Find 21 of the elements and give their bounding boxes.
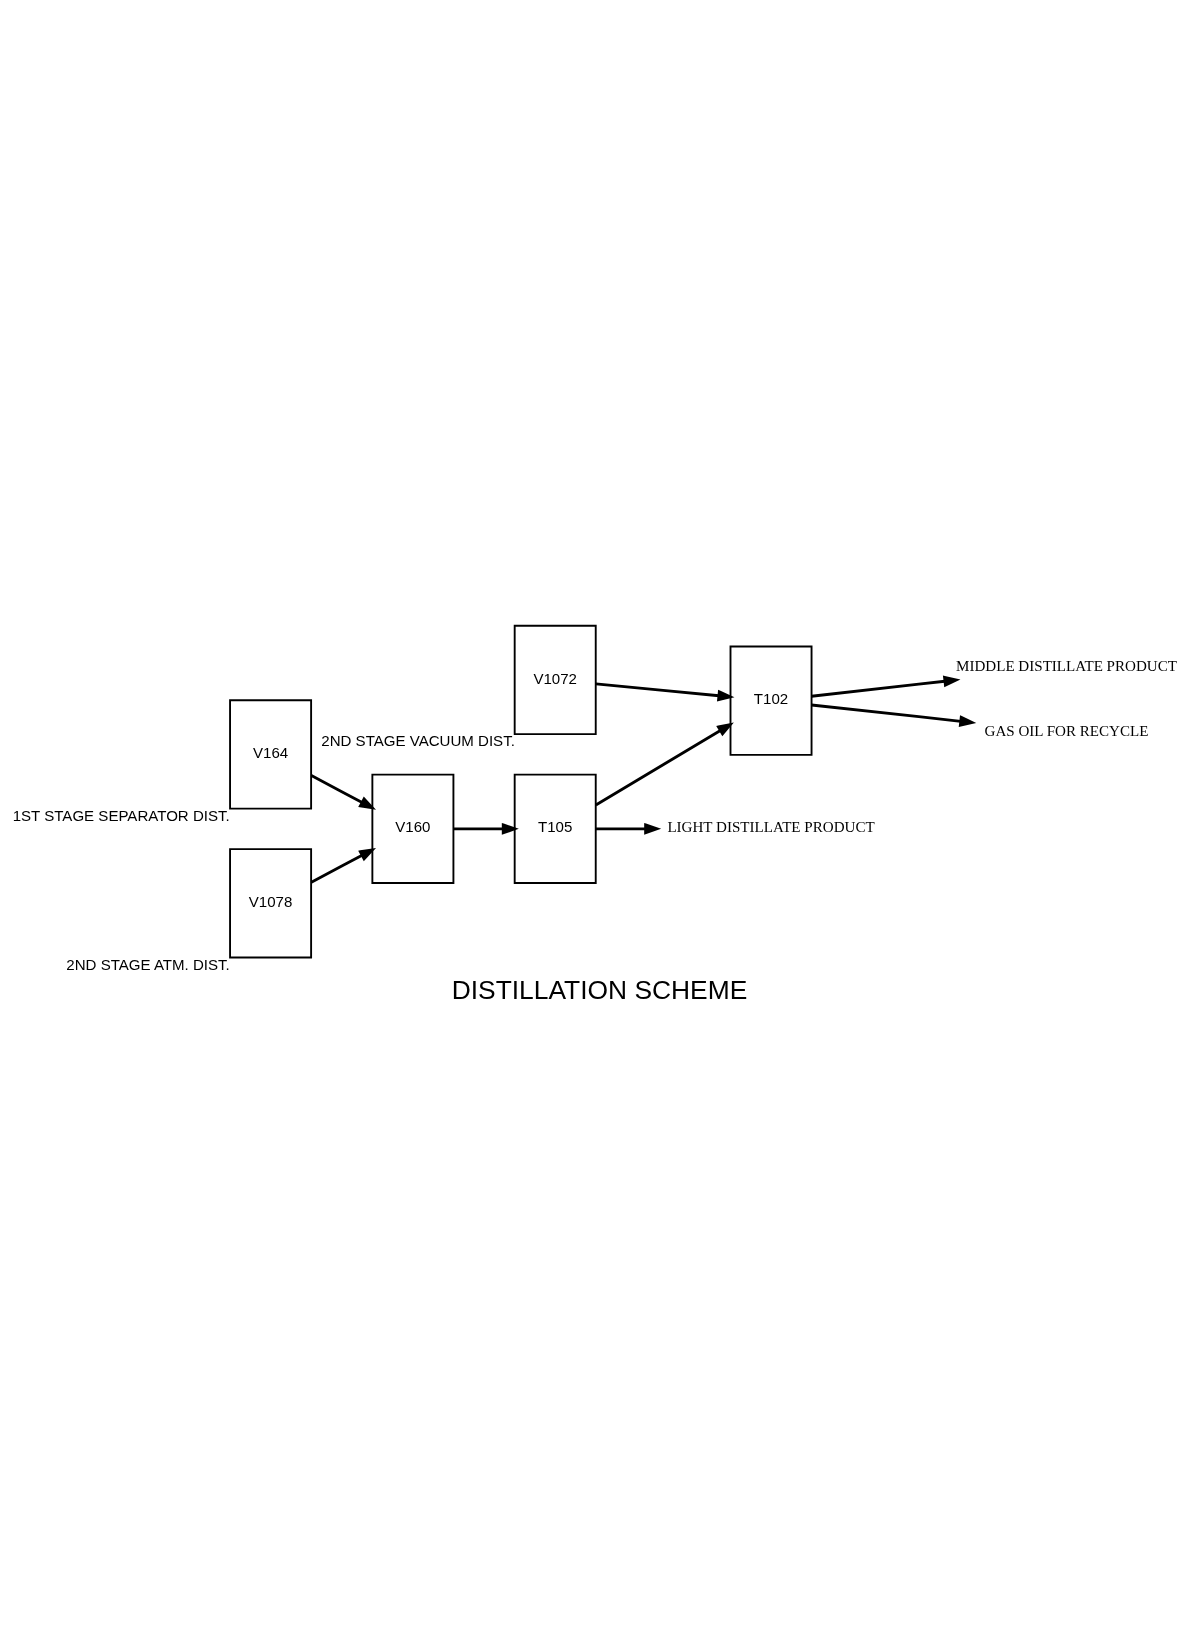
arrow: [310, 774, 376, 810]
node-label: 2ND STAGE VACUUM DIST.: [321, 732, 515, 750]
node-text: MIDDLE DISTILLATE PRODUCT: [956, 658, 1177, 675]
arrow: [811, 675, 961, 698]
node-box: T102: [729, 645, 813, 756]
node-box: V1078: [229, 848, 313, 959]
diagram-title: DISTILLATION SCHEME: [451, 975, 748, 1006]
node-box: V1072: [513, 624, 597, 736]
node-label: 1ST STAGE SEPARATOR DIST.: [12, 806, 230, 824]
node-box: V160: [371, 773, 455, 884]
node-text: LIGHT DISTILLATE PRODUCT: [667, 819, 875, 836]
arrow: [453, 822, 519, 835]
arrow: [595, 682, 735, 702]
node-text: GAS OIL FOR RECYCLE: [984, 723, 1149, 740]
node-box: V164: [229, 699, 313, 810]
node-box: T105: [513, 773, 597, 884]
arrow: [310, 847, 376, 884]
node-label: 2ND STAGE ATM. DIST.: [66, 955, 230, 973]
arrow: [595, 822, 662, 835]
arrow: [811, 703, 977, 728]
arrow: [595, 722, 734, 807]
